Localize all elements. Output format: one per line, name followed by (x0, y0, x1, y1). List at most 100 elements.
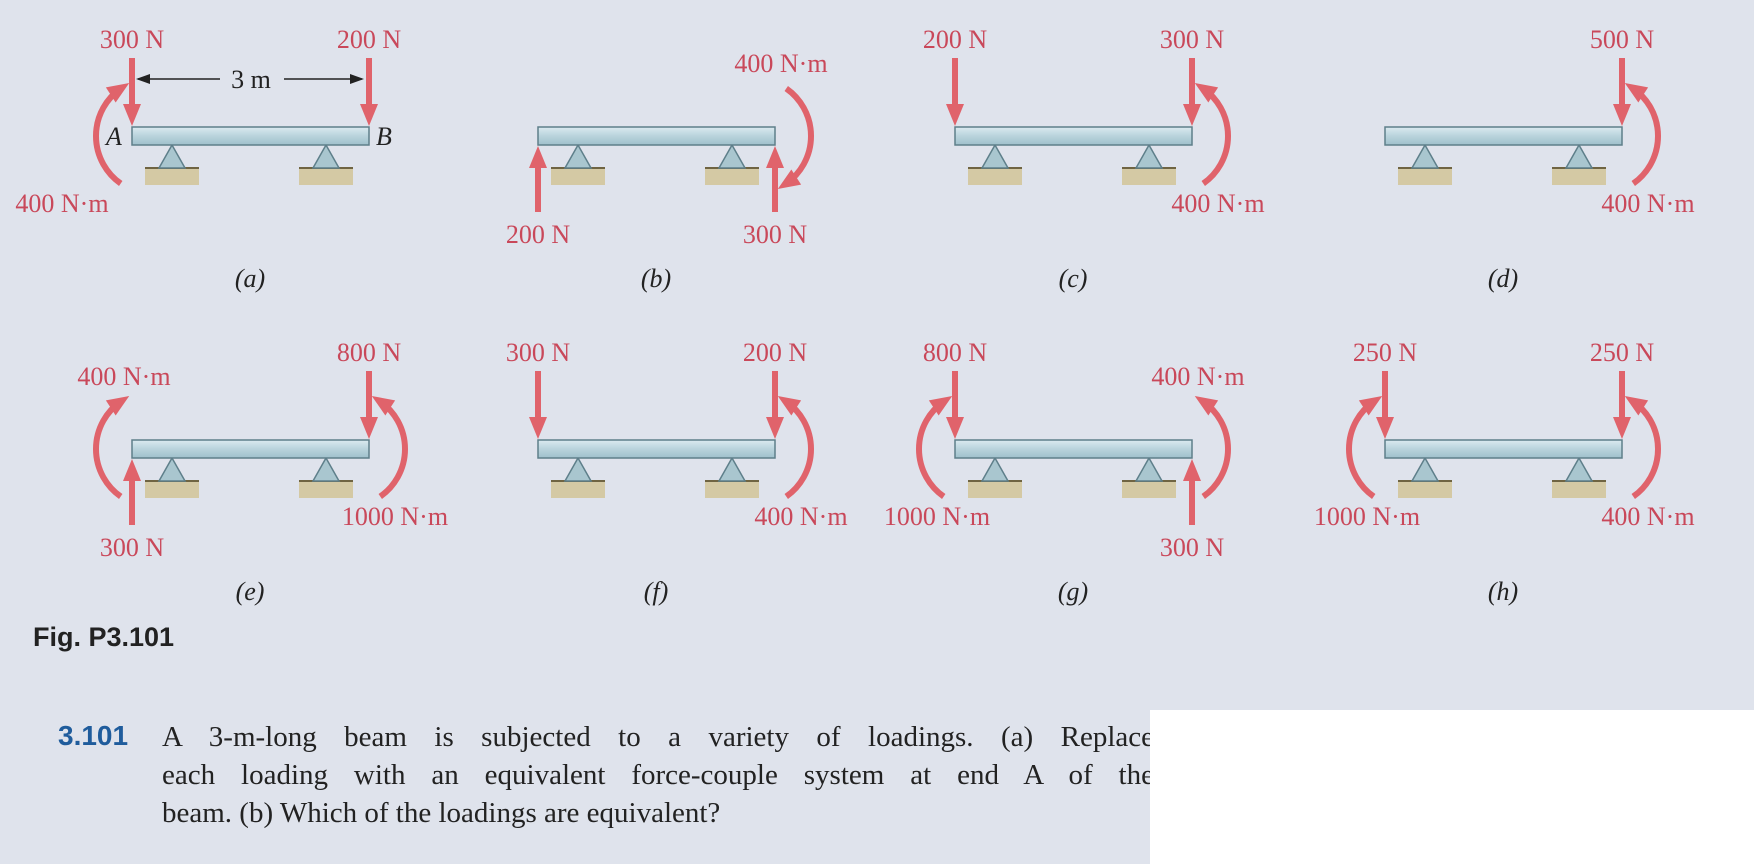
couple-label: 1000 N·m (1314, 502, 1420, 531)
support-pin (563, 143, 593, 169)
couple-label: 1000 N·m (342, 502, 448, 531)
couple-arrowhead (1624, 82, 1649, 103)
force-arrowhead (529, 417, 547, 439)
force-label: 300 N (743, 220, 808, 249)
force-label: 300 N (1160, 533, 1225, 562)
support-base (551, 481, 605, 498)
beam (537, 439, 776, 459)
beam (954, 126, 1193, 146)
beam (1384, 439, 1623, 459)
support-base (1398, 168, 1452, 185)
couple-label: 400 N·m (1171, 189, 1264, 218)
beam (1384, 126, 1623, 146)
support-pin (1134, 143, 1164, 169)
beam (537, 126, 776, 146)
support-pin (1564, 143, 1594, 169)
force-label: 200 N (743, 338, 808, 367)
support-pin (1564, 456, 1594, 482)
couple-label: 400 N·m (15, 189, 108, 218)
problem-line-2: each loading with an equivalent force-co… (162, 759, 1154, 791)
panel-caption: (f) (644, 577, 669, 606)
support-pin (1410, 143, 1440, 169)
panel-caption: (b) (641, 264, 671, 293)
force-label: 300 N (506, 338, 571, 367)
couple-arrowhead (1624, 395, 1649, 416)
force-label: 500 N (1590, 25, 1655, 54)
support-pin (311, 456, 341, 482)
support-pin (980, 456, 1010, 482)
couple-label: 400 N·m (1601, 502, 1694, 531)
couple-arrow-arc (378, 399, 408, 499)
couple-arrowhead (105, 82, 130, 103)
force-arrowhead (1613, 417, 1631, 439)
support-pin (980, 143, 1010, 169)
support-base (1552, 481, 1606, 498)
couple-arrowhead (371, 395, 396, 416)
force-label: 300 N (1160, 25, 1225, 54)
dimension-arrowhead (136, 74, 150, 84)
beam (131, 126, 370, 146)
force-label: 800 N (923, 338, 988, 367)
force-label: 200 N (923, 25, 988, 54)
force-arrowhead (529, 146, 547, 168)
panel-caption: (a) (235, 264, 265, 293)
support-base (705, 481, 759, 498)
end-label-a: A (104, 122, 122, 151)
support-pin (1410, 456, 1440, 482)
panel-caption: (g) (1058, 577, 1088, 606)
couple-arrowhead (1358, 395, 1383, 416)
force-label: 800 N (337, 338, 402, 367)
force-label: 200 N (506, 220, 571, 249)
problem-number: 3.101 (58, 720, 129, 751)
couple-arrow-arc (93, 86, 123, 186)
support-pin (157, 456, 187, 482)
couple-arrow-arc (1346, 399, 1376, 499)
end-label-b: B (376, 122, 392, 151)
support-base (299, 481, 353, 498)
beam (954, 439, 1193, 459)
couple-arrowhead (928, 395, 953, 416)
force-arrowhead (1183, 459, 1201, 481)
couple-label: 400 N·m (77, 362, 170, 391)
beam-panel-b: (b) 400 N·m 200 N 300 N (506, 49, 828, 293)
dimension-arrowhead (350, 74, 364, 84)
panel-caption: (c) (1059, 264, 1088, 293)
couple-arrow-arc (784, 86, 814, 186)
dimension-label: 3 m (231, 65, 271, 94)
couple-arrowhead (1194, 395, 1219, 416)
support-base (145, 481, 199, 498)
support-pin (717, 456, 747, 482)
couple-arrow-arc (916, 399, 946, 499)
couple-arrowhead (105, 395, 130, 416)
couple-arrowhead (777, 169, 802, 190)
support-base (968, 481, 1022, 498)
couple-label: 1000 N·m (884, 502, 990, 531)
support-base (968, 168, 1022, 185)
force-arrowhead (1376, 417, 1394, 439)
couple-arrow-arc (93, 399, 123, 499)
force-label: 300 N (100, 533, 165, 562)
support-base (145, 168, 199, 185)
force-arrowhead (946, 104, 964, 126)
couple-arrow-arc (1631, 86, 1661, 186)
force-label: 250 N (1353, 338, 1418, 367)
panel-caption: (d) (1488, 264, 1518, 293)
force-label: 250 N (1590, 338, 1655, 367)
problem-text: A 3-m-long beam is subjected to a variet… (162, 718, 1154, 832)
couple-arrow-arc (1201, 86, 1231, 186)
couple-label: 400 N·m (734, 49, 827, 78)
force-arrowhead (360, 104, 378, 126)
couple-arrow-arc (1631, 399, 1661, 499)
support-base (1552, 168, 1606, 185)
force-label: 200 N (337, 25, 402, 54)
support-base (705, 168, 759, 185)
beam (131, 439, 370, 459)
force-arrowhead (766, 417, 784, 439)
support-pin (1134, 456, 1164, 482)
couple-arrowhead (1194, 82, 1219, 103)
couple-arrowhead (777, 395, 802, 416)
